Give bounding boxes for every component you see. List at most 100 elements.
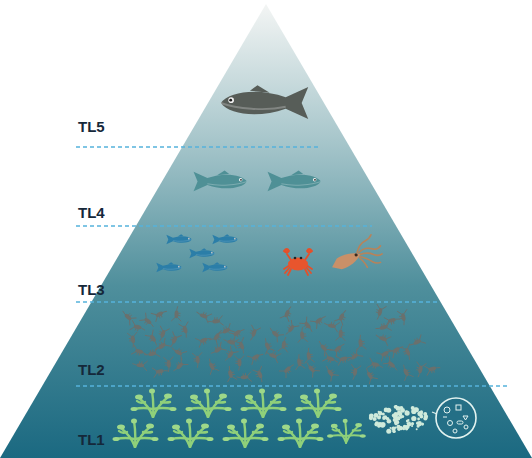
magnifier [432, 398, 476, 438]
phytoplankton-cell [411, 416, 416, 421]
phytoplankton [369, 405, 428, 434]
copepod [345, 348, 363, 365]
copepod [224, 365, 238, 382]
copepod [414, 362, 426, 379]
level-label: TL4 [78, 204, 105, 222]
copepod [171, 306, 182, 321]
copepod [152, 365, 169, 378]
copepod [266, 325, 284, 342]
phytoplankton-cell [393, 430, 396, 433]
copepod [192, 352, 203, 368]
phytoplankton-cell [396, 425, 400, 429]
forage-fish [156, 234, 238, 272]
copepod [234, 355, 244, 370]
copepod [151, 306, 169, 322]
phytoplankton-cell [380, 423, 385, 428]
phytoplankton-cell [420, 415, 424, 419]
copepod [127, 332, 139, 348]
copepod [163, 357, 174, 373]
copepod [222, 346, 239, 364]
phytoplankton-cell [398, 408, 400, 410]
phytoplankton-cell [384, 408, 389, 413]
copepod [424, 362, 441, 376]
phytoplankton-cell [377, 424, 380, 427]
copepod [293, 354, 305, 370]
zooplankton [119, 304, 442, 384]
copepod [373, 304, 386, 321]
copepod [374, 331, 392, 346]
phytoplankton-cell [405, 411, 410, 416]
copepod [367, 358, 384, 372]
copepod [204, 357, 219, 375]
phytoplankton-cell [378, 411, 382, 415]
copepod [335, 326, 346, 341]
copepod [209, 342, 227, 359]
copepod [278, 336, 290, 352]
copepod [361, 366, 377, 384]
phytoplankton-cell [399, 415, 402, 418]
phytoplankton-cell [406, 420, 409, 423]
phytoplankton-cell [395, 405, 398, 408]
phytoplankton-cell [375, 414, 377, 416]
copepod [247, 325, 261, 342]
copepod [322, 364, 339, 382]
copepod [335, 352, 352, 366]
copepod [195, 333, 213, 348]
level-label: TL2 [78, 361, 105, 379]
copepod [129, 320, 146, 334]
phytoplankton-cell [411, 422, 414, 425]
level-label: TL3 [78, 281, 105, 299]
copepod [169, 344, 187, 360]
phytoplankton-cell [386, 417, 390, 421]
copepod [408, 334, 426, 350]
phytoplankton-cell [399, 406, 403, 410]
phytoplankton-cell [382, 413, 385, 416]
copepod [252, 366, 267, 384]
phytoplankton-cell [370, 415, 372, 417]
top-predator-fish [221, 85, 308, 119]
copepod [247, 349, 265, 365]
copepod [297, 327, 308, 343]
phytoplankton-cell [405, 410, 408, 413]
copepod [299, 317, 316, 335]
crab [284, 249, 312, 275]
phytoplankton-cell [395, 418, 398, 421]
predatory-fish [194, 171, 321, 192]
copepod [322, 352, 339, 366]
copepod [156, 326, 170, 343]
copepod [398, 363, 413, 381]
copepod [329, 340, 347, 358]
copepod [384, 313, 401, 327]
phytoplankton-cell [421, 423, 424, 426]
copepod [303, 347, 315, 363]
phytoplankton-cell [424, 415, 428, 419]
copepod [194, 308, 212, 323]
phytoplankton-cell [390, 427, 392, 429]
copepod [131, 345, 148, 359]
copepod [280, 304, 295, 322]
level-dividers [76, 147, 510, 386]
copepod [282, 320, 299, 338]
copepod [310, 312, 328, 329]
phytoplankton-cell [417, 418, 420, 421]
pyramid [0, 4, 532, 458]
copepod [376, 345, 394, 361]
phytoplankton-cell [392, 430, 395, 433]
phytoplankton-cell [407, 419, 409, 421]
phytoplankton-cell [394, 412, 399, 417]
copepod [208, 315, 224, 327]
copepod [349, 364, 361, 380]
level-label: TL5 [78, 118, 105, 136]
copepod [171, 357, 189, 375]
copepod [279, 360, 297, 378]
copepod [315, 338, 332, 356]
phytoplankton-cell [386, 429, 391, 434]
phytoplankton-cell [374, 413, 379, 418]
copepod [400, 344, 415, 362]
copepod [236, 372, 252, 383]
phytoplankton-cell [394, 414, 397, 417]
phytoplankton-cell [407, 422, 410, 425]
phytoplankton-cell [369, 414, 374, 419]
